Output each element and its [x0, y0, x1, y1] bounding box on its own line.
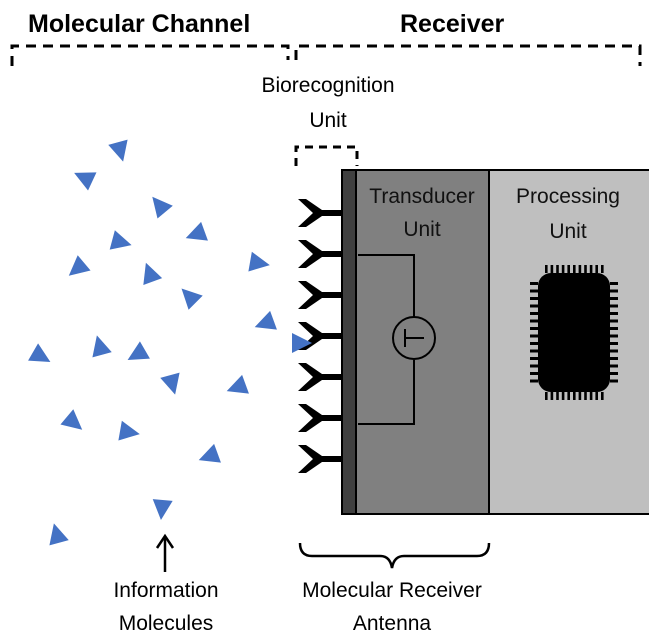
molecular-channel-bracket — [10, 44, 290, 66]
triangle-molecule-icon — [92, 335, 112, 358]
triangle-molecule-icon — [118, 420, 140, 441]
receptor-y-icon — [298, 199, 342, 227]
triangle-molecule-icon — [60, 409, 83, 430]
receiver-bracket — [294, 44, 642, 66]
triangle-molecule-icon — [49, 523, 69, 546]
triangle-molecule-icon — [198, 443, 221, 463]
transducer-label-line1: Transducer — [369, 185, 474, 208]
triangle-molecule-icon — [74, 172, 97, 191]
triangle-molecule-icon — [292, 333, 312, 353]
biorecognition-label-line1: Biorecognition — [261, 74, 394, 97]
triangle-molecule-icon — [68, 255, 91, 276]
antenna-bracket — [298, 542, 491, 569]
receptor-y-icon — [298, 445, 342, 473]
antenna-label-line2: Antenna — [353, 612, 432, 635]
information-molecules-label-line1: Information — [113, 579, 218, 602]
processing-label-line1: Processing — [516, 185, 620, 208]
transducer-circuit — [358, 254, 436, 425]
triangle-molecule-icon — [127, 341, 150, 360]
info-molecules-arrow — [155, 533, 175, 572]
transducer-unit — [355, 169, 490, 515]
receiver-title: Receiver — [400, 10, 505, 38]
transducer-label-line2: Unit — [403, 218, 441, 241]
biorecognition-label-line2: Unit — [309, 109, 347, 132]
triangle-molecule-icon — [185, 221, 208, 241]
antenna-label-line1: Molecular Receiver — [302, 579, 482, 602]
triangle-molecule-icon — [109, 230, 132, 250]
triangle-molecule-icon — [152, 196, 173, 219]
processing-label-line2: Unit — [549, 220, 587, 243]
triangle-molecule-icon — [143, 262, 163, 285]
microchip-icon — [530, 265, 618, 400]
membrane-layer — [341, 169, 357, 515]
receptor-y-icon — [298, 404, 342, 432]
molecular-channel-title: Molecular Channel — [28, 10, 250, 38]
triangle-molecule-icon — [160, 372, 180, 395]
receptor-y-icon — [298, 281, 342, 309]
transistor-symbol-icon — [404, 329, 424, 347]
triangle-molecule-icon — [226, 374, 249, 394]
triangle-molecule-icon — [28, 343, 51, 362]
receptor-y-icon — [298, 240, 342, 268]
biorecognition-receptors — [298, 199, 342, 473]
biorecognition-bracket — [294, 145, 359, 166]
triangle-molecule-icon — [152, 499, 173, 520]
triangle-molecule-icon — [108, 139, 128, 162]
receptor-y-icon — [298, 363, 342, 391]
triangle-molecule-icon — [254, 310, 277, 330]
information-molecules-label-line2: Molecules — [119, 612, 214, 635]
triangle-molecule-icon — [248, 251, 270, 272]
information-molecules — [28, 139, 312, 546]
triangle-molecule-icon — [181, 288, 203, 310]
